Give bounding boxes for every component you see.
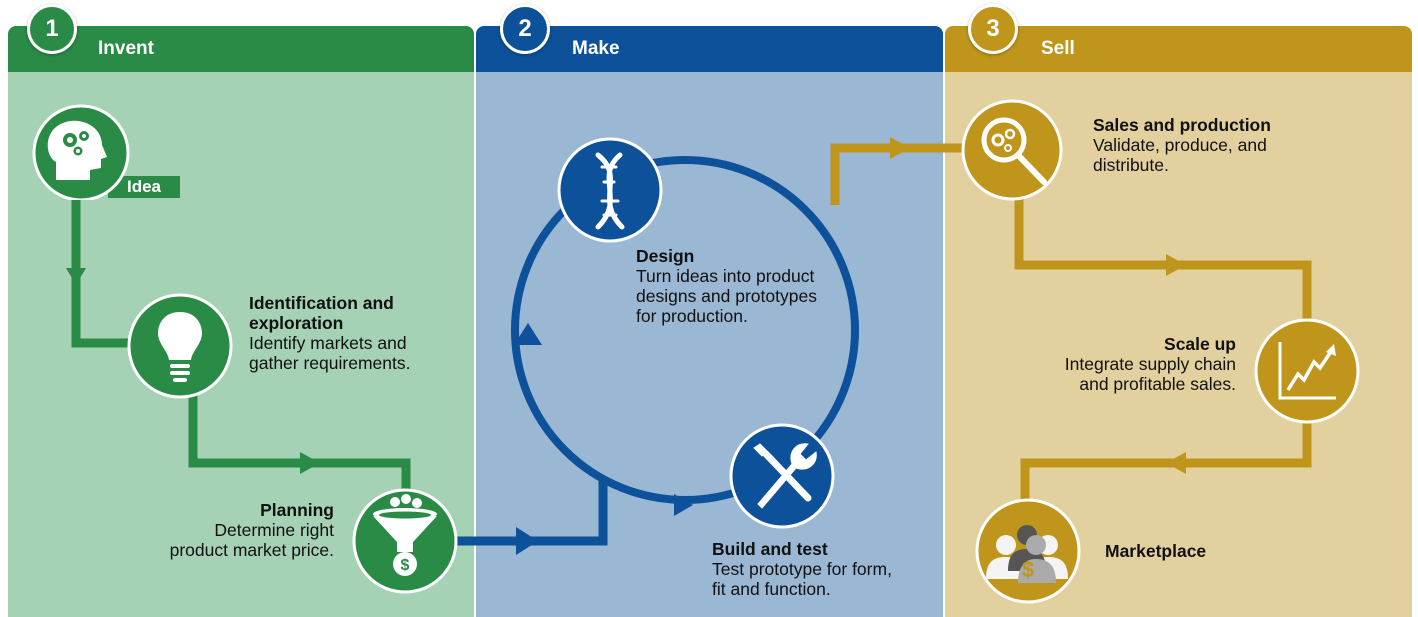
invent-header — [8, 26, 474, 72]
scale-node — [1254, 318, 1360, 424]
stage-number-2: 2 — [500, 4, 550, 54]
scale-desc-line1: Integrate supply chain — [1064, 354, 1236, 374]
planning-text: Planning Determine right product market … — [120, 500, 334, 560]
stage-number-3: 3 — [968, 4, 1018, 54]
sales-title: Sales and production — [1093, 115, 1271, 135]
identification-desc-line2: gather requirements. — [249, 353, 411, 373]
identification-node — [127, 293, 233, 399]
marketplace-title: Marketplace — [1105, 541, 1207, 561]
dna-icon — [595, 152, 625, 230]
idea-label: Idea — [127, 177, 162, 196]
sales-node — [961, 99, 1063, 201]
design-text: Design Turn ideas into product designs a… — [636, 246, 817, 326]
make-header — [476, 26, 943, 72]
identification-desc-line1: Identify markets and — [249, 333, 407, 353]
stage-label-sell: Sell — [1041, 38, 1075, 59]
svg-text:$: $ — [401, 557, 410, 574]
scale-desc-line2: and profitable sales. — [1079, 374, 1236, 394]
planning-title: Planning — [260, 500, 334, 520]
stage-label-invent: Invent — [98, 38, 154, 59]
growth-chart-icon — [1278, 342, 1336, 400]
design-desc-line1: Turn ideas into product — [636, 266, 815, 286]
planning-node: $ — [352, 488, 458, 594]
sales-desc-line1: Validate, produce, and — [1093, 135, 1267, 155]
idea-node — [32, 104, 180, 200]
identification-text: Identification and exploration Identify … — [249, 293, 410, 373]
lightbulb-icon — [158, 312, 202, 382]
magnifier-gears-icon — [981, 117, 1047, 185]
scale-title: Scale up — [1164, 334, 1236, 354]
design-desc-line2: designs and prototypes — [636, 286, 817, 306]
marketplace-text: Marketplace — [1105, 541, 1206, 561]
build-title: Build and test — [712, 539, 828, 559]
build-desc-line2: fit and function. — [712, 579, 831, 599]
identification-title-line1: Identification and — [249, 293, 394, 313]
planning-desc-line2: product market price. — [169, 540, 334, 560]
svg-text:$: $ — [1022, 557, 1034, 582]
sales-desc-line2: distribute. — [1093, 155, 1169, 175]
funnel-dollar-icon: $ — [373, 494, 437, 576]
stage-label-make: Make — [572, 38, 620, 59]
identification-title-line2: exploration — [249, 313, 344, 333]
head-gears-icon — [47, 120, 107, 180]
planning-desc-line1: Determine right — [214, 520, 334, 540]
build-text: Build and test Test prototype for form, … — [712, 539, 892, 599]
design-node — [557, 137, 663, 243]
design-title: Design — [636, 246, 695, 266]
scale-text: Scale up Integrate supply chain and prof… — [1010, 334, 1236, 394]
build-desc-line1: Test prototype for form, — [712, 559, 892, 579]
sales-text: Sales and production Validate, produce, … — [1093, 115, 1271, 175]
people-dollar-icon: $ — [986, 525, 1068, 583]
design-desc-line3: for production. — [636, 306, 748, 326]
sell-header — [945, 26, 1412, 72]
build-node — [729, 423, 835, 529]
marketplace-node: $ — [975, 498, 1081, 604]
tools-icon — [753, 443, 817, 509]
stage-number-1: 1 — [27, 4, 77, 54]
